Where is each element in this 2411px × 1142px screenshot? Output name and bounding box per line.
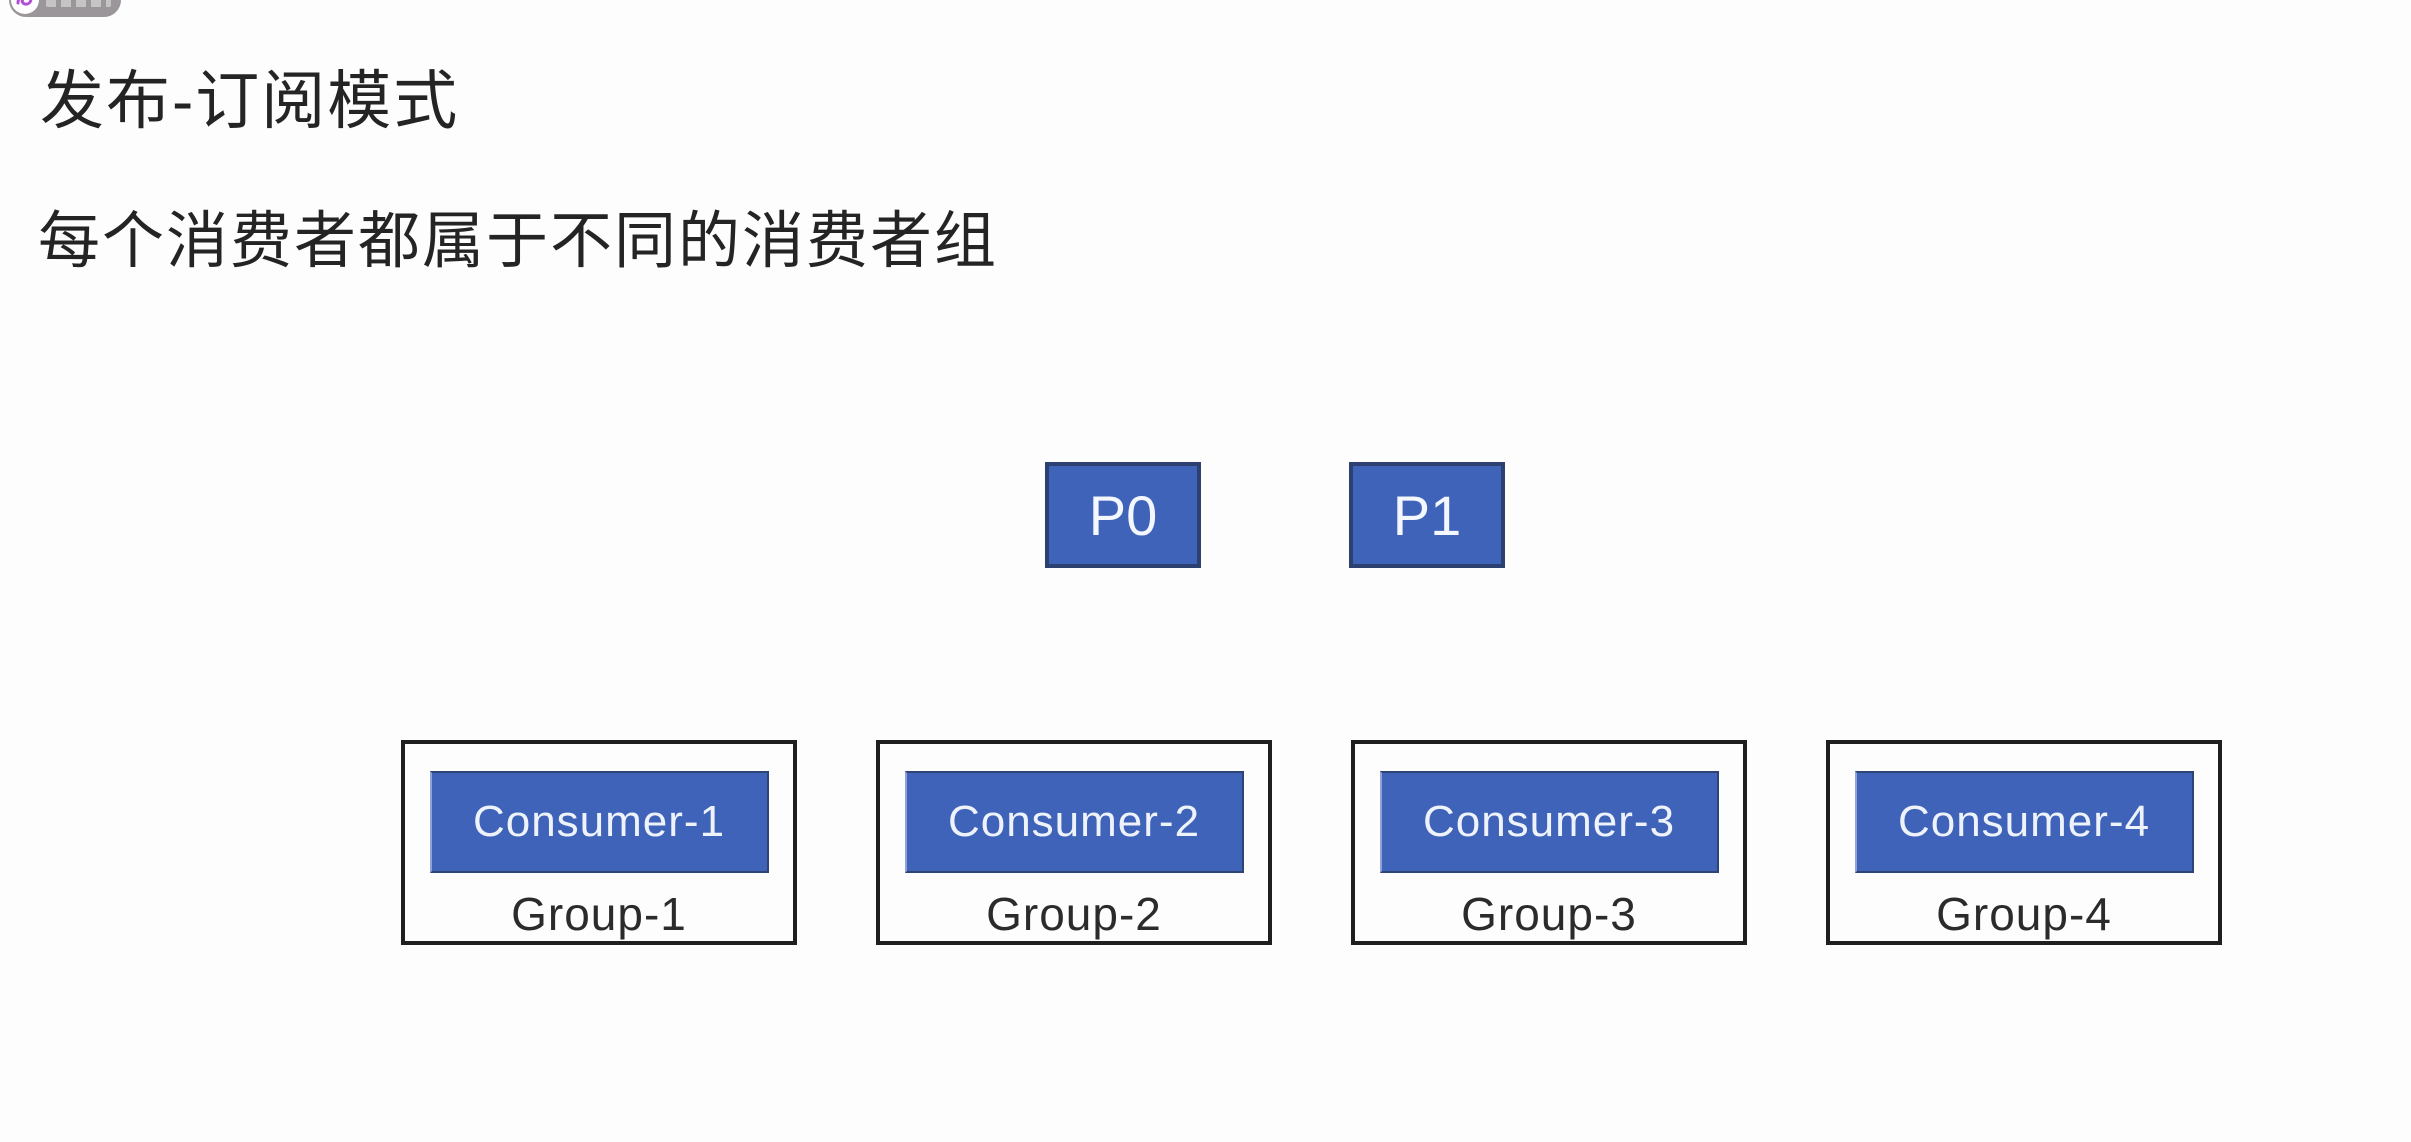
consumer-label: Consumer-1 (472, 797, 726, 846)
consumer-groups-row: Consumer-1 Group-1 Consumer-2 Group-2 Co… (401, 740, 2222, 945)
consumer-box-4: Consumer-4 (1854, 771, 2194, 873)
consumer-label: Consumer-3 (1422, 797, 1676, 846)
group-box-3: Consumer-3 Group-3 (1351, 740, 1747, 945)
watermark-logo-icon (16, 0, 33, 6)
partition-label: P0 (1088, 483, 1158, 547)
consumer-box-2: Consumer-2 (904, 771, 1244, 873)
group-box-4: Consumer-4 Group-4 (1826, 740, 2222, 945)
group-label-3: Group-3 (1461, 888, 1637, 940)
consumer-label: Consumer-4 (1897, 797, 2151, 846)
consumer-label: Consumer-2 (947, 797, 1201, 846)
partition-box-p1: P1 (1349, 462, 1505, 568)
watermark-text (46, 0, 111, 7)
group-box-1: Consumer-1 Group-1 (401, 740, 797, 945)
partition-box-p0: P0 (1045, 462, 1201, 568)
watermark-avatar (11, 0, 39, 14)
watermark-badge (9, 0, 121, 17)
page-title: 发布-订阅模式 (40, 65, 460, 137)
group-label-1: Group-1 (511, 888, 687, 940)
group-label-2: Group-2 (986, 888, 1162, 940)
partition-label: P1 (1392, 483, 1462, 547)
consumer-box-1: Consumer-1 (429, 771, 769, 873)
group-box-2: Consumer-2 Group-2 (876, 740, 1272, 945)
group-label-4: Group-4 (1936, 888, 2112, 940)
consumer-box-3: Consumer-3 (1379, 771, 1719, 873)
page-subtitle: 每个消费者都属于不同的消费者组 (38, 207, 999, 276)
